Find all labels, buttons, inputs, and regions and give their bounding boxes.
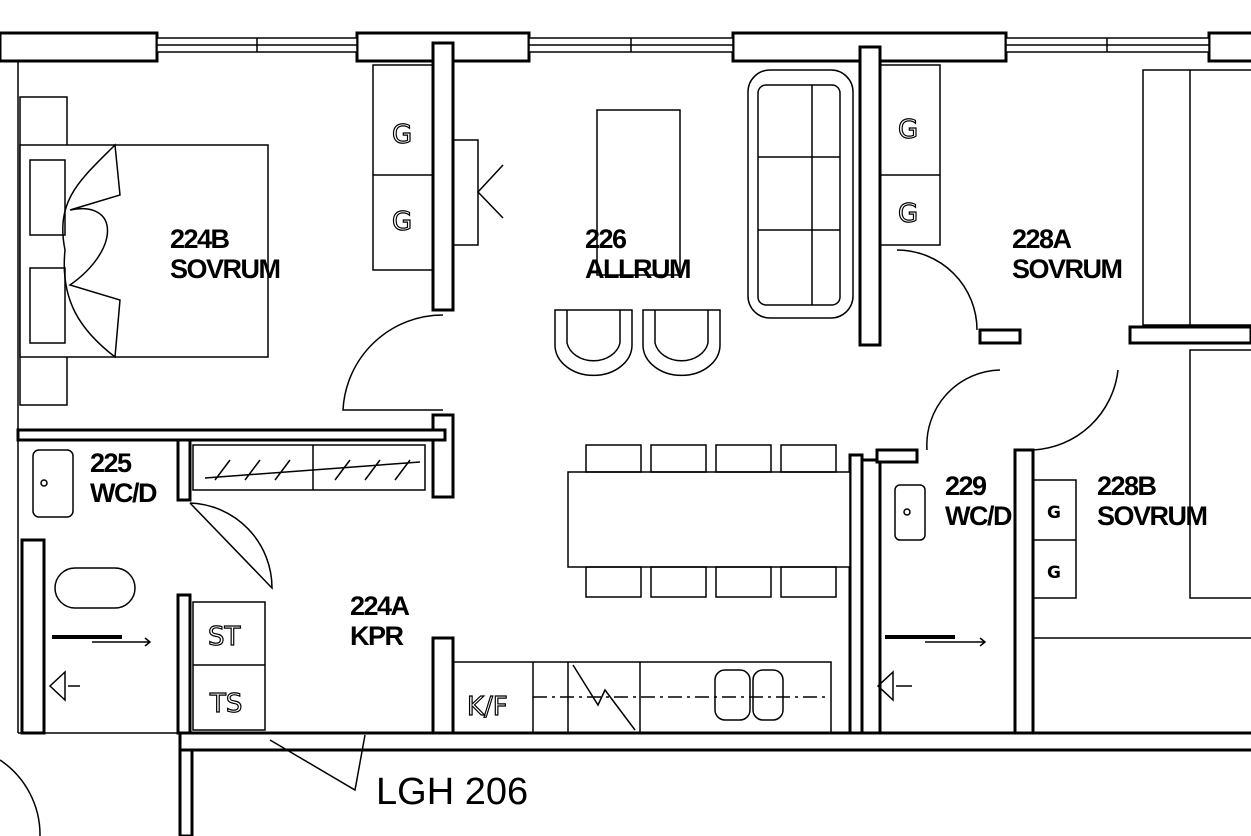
svg-text:228B: 228B <box>1097 471 1157 501</box>
interior-walls <box>16 41 1251 836</box>
wardrobe-label: G <box>898 199 918 229</box>
svg-text:SOVRUM: SOVRUM <box>1097 501 1207 531</box>
washer-label: ST <box>208 622 241 652</box>
svg-text:SOVRUM: SOVRUM <box>170 254 280 284</box>
bathroom-fixtures <box>32 449 987 702</box>
wardrobe-label: G <box>392 120 412 150</box>
svg-text:KPR: KPR <box>350 621 404 651</box>
dining-table <box>567 444 851 598</box>
svg-text:WC/D: WC/D <box>90 478 157 508</box>
svg-text:225: 225 <box>90 448 132 478</box>
wardrobe-label: G <box>1047 563 1061 583</box>
doors <box>0 249 1119 836</box>
wardrobe-label: G <box>898 115 918 145</box>
beds-228 <box>1033 69 1251 639</box>
svg-text:WC/D: WC/D <box>945 501 1012 531</box>
wardrobe-label: G <box>1047 503 1061 523</box>
svg-text:226: 226 <box>585 224 627 254</box>
svg-text:228A: 228A <box>1012 224 1072 254</box>
dryer-label: TS <box>209 689 242 719</box>
svg-text:224B: 224B <box>170 224 230 254</box>
apartment-label: LGH 206 <box>376 771 528 813</box>
wardrobe-label: G <box>392 207 412 237</box>
kitchen-counter <box>452 661 832 734</box>
svg-text:229: 229 <box>945 471 987 501</box>
living-furniture <box>192 69 854 491</box>
wardrobes <box>372 64 1077 599</box>
bed-224b <box>19 96 269 406</box>
fridge-label: K/F <box>467 692 508 722</box>
laundry-units <box>192 601 266 731</box>
svg-text:224A: 224A <box>350 591 410 621</box>
windows <box>156 37 1210 53</box>
svg-text:SOVRUM: SOVRUM <box>1012 254 1122 284</box>
svg-text:ALLRUM: ALLRUM <box>585 254 690 284</box>
